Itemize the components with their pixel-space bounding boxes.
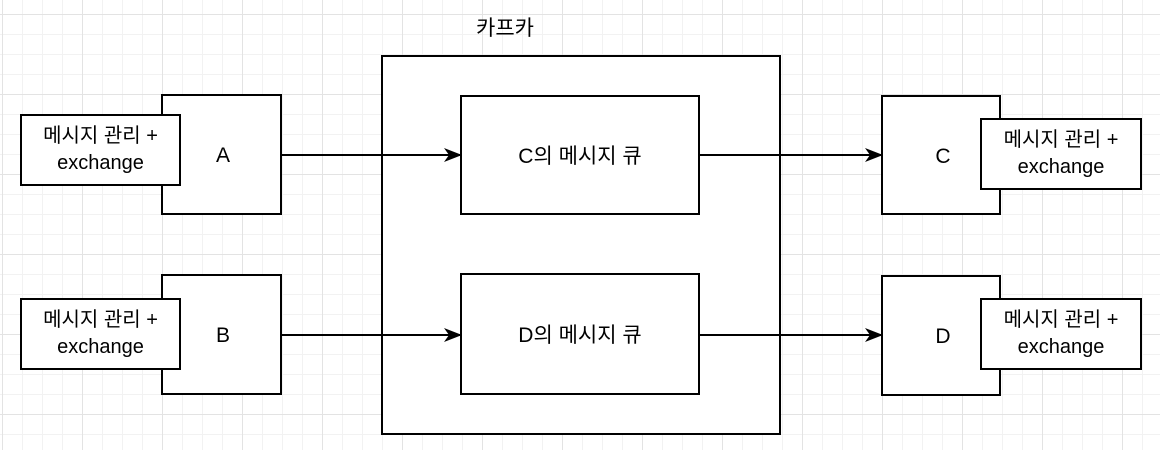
consumer-c-exchange-label: 메시지 관리 + exchange (1003, 129, 1119, 178)
producer-b-label: B (215, 324, 230, 347)
producer-a-exchange-label: 메시지 관리 + exchange (43, 125, 158, 174)
producer-a-label: A (215, 144, 230, 167)
producer-b-exchange-label: 메시지 관리 + exchange (43, 309, 158, 358)
queue-d: D의 메시지 큐 (460, 273, 700, 395)
kafka-title: 카프카 (476, 17, 534, 40)
consumer-d-label: D (935, 325, 951, 348)
producer-b-exchange: 메시지 관리 + exchange (20, 298, 181, 370)
queue-d-label: D의 메시지 큐 (518, 324, 642, 347)
consumer-d-exchange: 메시지 관리 + exchange (980, 298, 1142, 370)
producer-a: A (161, 94, 282, 215)
queue-c-label: C의 메시지 큐 (518, 145, 642, 168)
consumer-c-exchange: 메시지 관리 + exchange (980, 118, 1142, 190)
consumer-d: D (881, 275, 1001, 396)
consumer-c-label: C (935, 145, 951, 168)
consumer-d-exchange-label: 메시지 관리 + exchange (1003, 309, 1119, 358)
producer-a-exchange: 메시지 관리 + exchange (20, 114, 181, 186)
